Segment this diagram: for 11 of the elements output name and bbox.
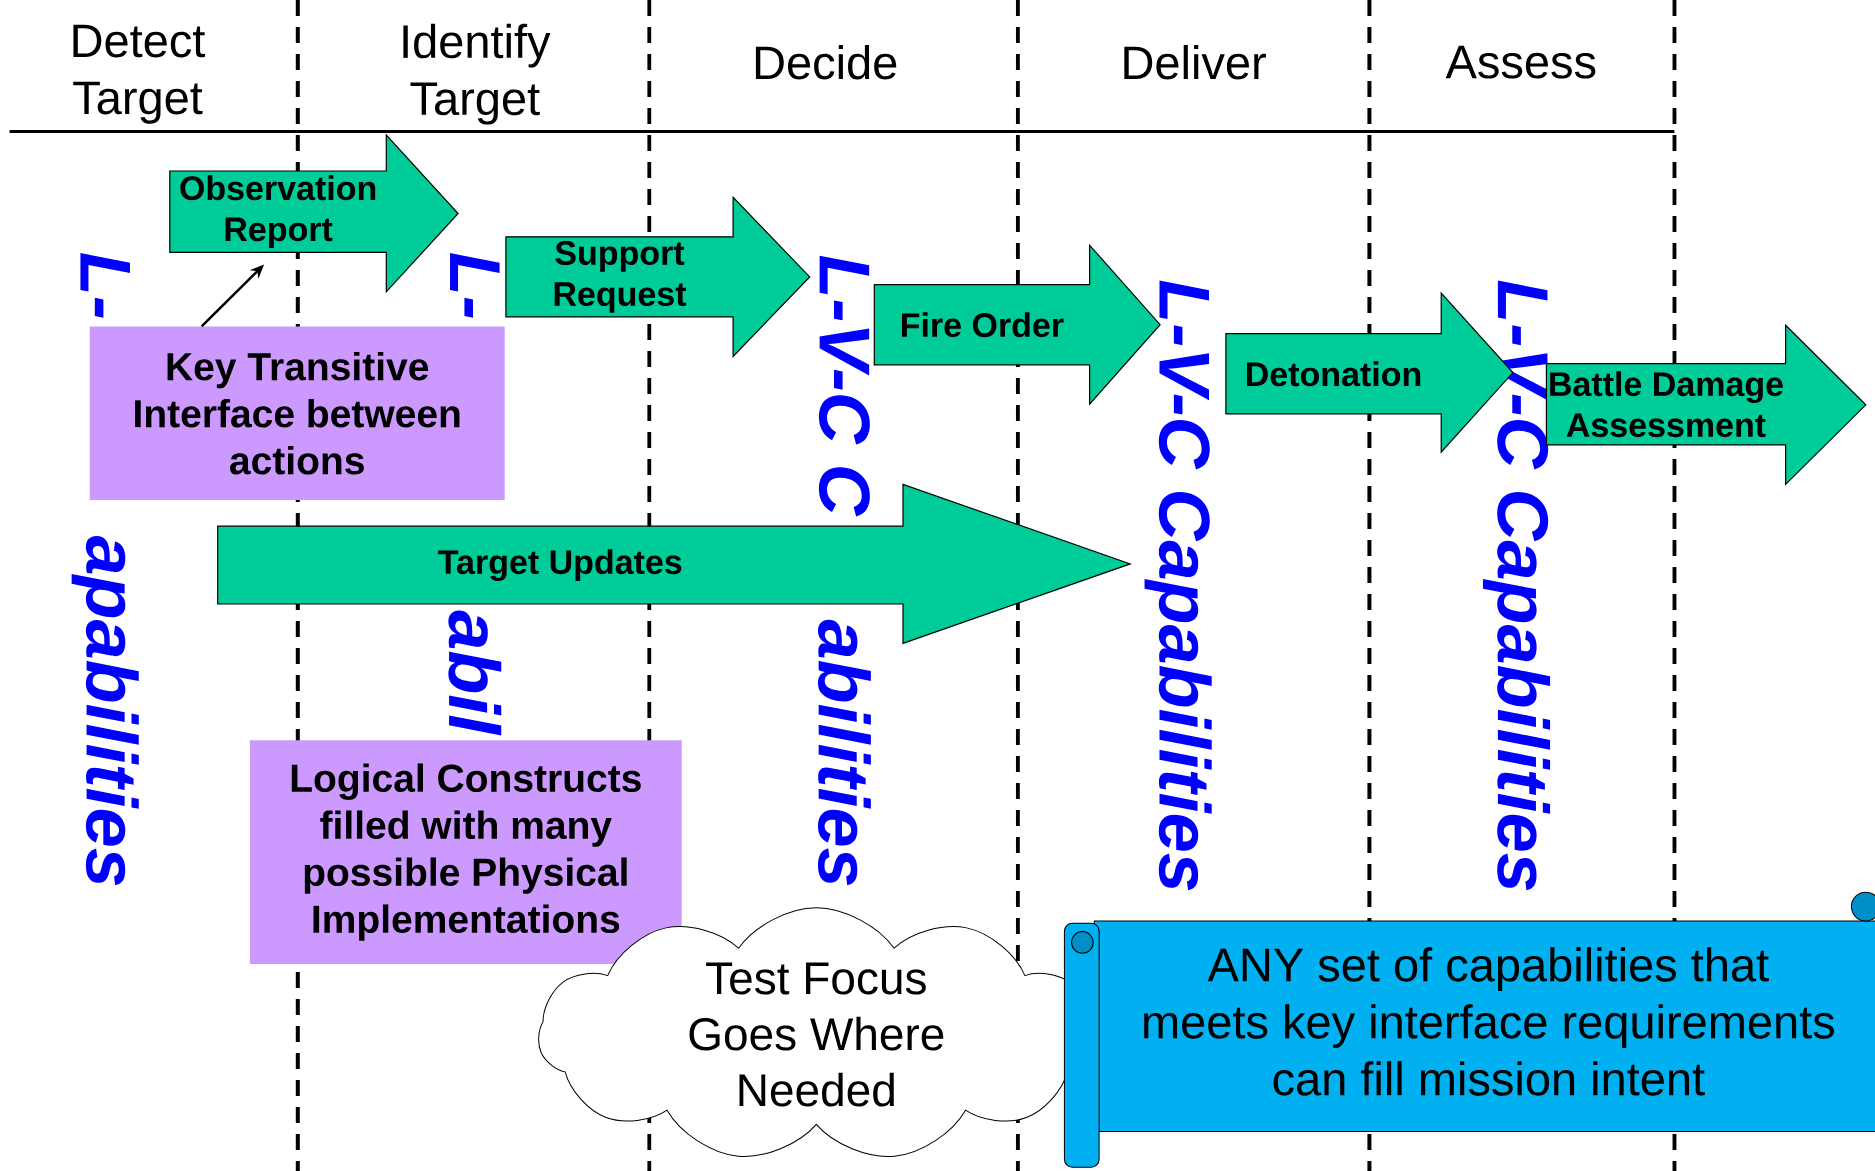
column-heading: Identify Target xyxy=(403,23,551,125)
node-label: Test Focus Goes Where Needed xyxy=(689,962,944,1107)
column-heading: Detect Target xyxy=(73,24,206,124)
column-heading: Decide xyxy=(755,44,897,80)
column-heading: Assess xyxy=(1445,45,1596,79)
note-box: Key Transitive Interface between actions xyxy=(89,326,505,500)
scroll-banner: ANY set of capabilities that meets key interface requirements can fill mission intent xyxy=(1063,891,1875,1168)
vertical-label: apabilities xyxy=(71,535,139,886)
vertical-label: L- xyxy=(80,253,130,318)
note-box: Logical Constructs filled with many possible Physical Implementations xyxy=(249,740,682,964)
column-heading: Deliver xyxy=(1124,44,1266,80)
